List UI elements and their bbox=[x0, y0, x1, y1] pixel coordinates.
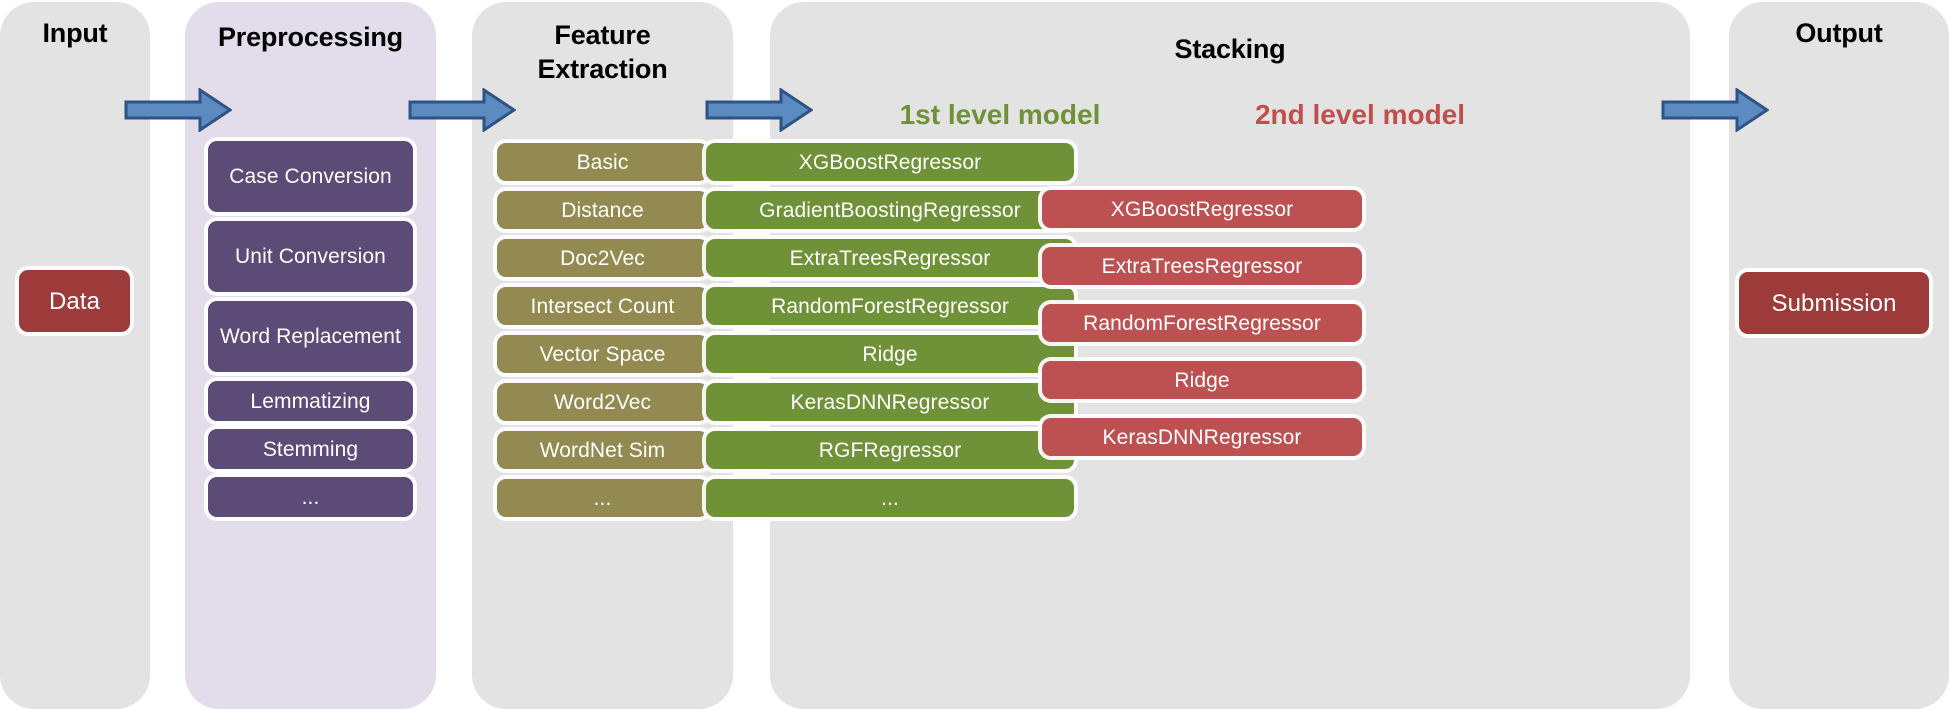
chip-case-conversion[interactable]: Case Conversion bbox=[208, 141, 413, 212]
stage-title-output: Output bbox=[1795, 18, 1883, 48]
chip-wordnet-sim[interactable]: WordNet Sim bbox=[497, 431, 708, 469]
chip-vector-space[interactable]: Vector Space bbox=[497, 335, 708, 373]
arrow-preprocessing-to-feature-extraction bbox=[408, 88, 516, 132]
chip-word-replacement[interactable]: Word Replacement bbox=[208, 301, 413, 372]
chip-doc2vec[interactable]: Doc2Vec bbox=[497, 239, 708, 277]
chip-preprocessing-more[interactable]: ... bbox=[208, 477, 413, 517]
chip-level1-gradientboostingregressor[interactable]: GradientBoostingRegressor bbox=[706, 191, 1074, 229]
chip-unit-conversion[interactable]: Unit Conversion bbox=[208, 221, 413, 292]
chip-level1-ridge[interactable]: Ridge bbox=[706, 335, 1074, 373]
arrow-right-icon bbox=[1661, 88, 1769, 132]
chip-feature-extraction-more[interactable]: ... bbox=[497, 479, 708, 517]
arrow-input-to-preprocessing bbox=[124, 88, 232, 132]
chip-submission[interactable]: Submission bbox=[1739, 272, 1929, 334]
stage-title-feature-extraction-line2: Extraction bbox=[537, 54, 668, 84]
heading-2nd-level-model: 2nd level model bbox=[1254, 99, 1466, 130]
chip-level2-randomforestregressor[interactable]: RandomForestRegressor bbox=[1042, 304, 1362, 342]
arrow-right-icon bbox=[408, 88, 516, 132]
chip-level1-kerasdnnregressor[interactable]: KerasDNNRegressor bbox=[706, 383, 1074, 421]
chip-distance[interactable]: Distance bbox=[497, 191, 708, 229]
chip-level1-xgboostregressor[interactable]: XGBoostRegressor bbox=[706, 143, 1074, 181]
arrow-right-icon bbox=[705, 88, 813, 132]
stage-panel-output: Output Submission bbox=[1729, 2, 1949, 709]
chip-level2-extratreesregressor[interactable]: ExtraTreesRegressor bbox=[1042, 247, 1362, 285]
chip-lemmatizing[interactable]: Lemmatizing bbox=[208, 381, 413, 421]
chip-level2-kerasdnnregressor[interactable]: KerasDNNRegressor bbox=[1042, 418, 1362, 456]
chip-level1-rgfregressor[interactable]: RGFRegressor bbox=[706, 431, 1074, 469]
chip-level2-ridge[interactable]: Ridge bbox=[1042, 361, 1362, 399]
arrow-feature-extraction-to-stacking bbox=[705, 88, 813, 132]
chip-level2-xgboostregressor[interactable]: XGBoostRegressor bbox=[1042, 190, 1362, 228]
stage-title-feature-extraction-line1: Feature bbox=[554, 20, 651, 50]
stage-title-input: Input bbox=[42, 18, 108, 48]
chip-level1-more[interactable]: ... bbox=[706, 479, 1074, 517]
stage-panel-stacking: Stacking 1st level model XGBoostRegresso… bbox=[706, 2, 1690, 709]
chip-level1-extratreesregressor[interactable]: ExtraTreesRegressor bbox=[706, 239, 1074, 277]
heading-1st-level-model: 1st level model bbox=[899, 99, 1101, 130]
chip-word2vec[interactable]: Word2Vec bbox=[497, 383, 708, 421]
stage-panel-input: Input Data bbox=[0, 2, 150, 709]
chip-basic[interactable]: Basic bbox=[497, 143, 708, 181]
chip-level1-randomforestregressor[interactable]: RandomForestRegressor bbox=[706, 287, 1074, 325]
stage-panel-preprocessing: Preprocessing Case Conversion Unit Conve… bbox=[185, 2, 436, 709]
stage-panel-feature-extraction: Feature Extraction Basic Distance Doc2Ve… bbox=[472, 2, 733, 709]
chip-stemming[interactable]: Stemming bbox=[208, 429, 413, 469]
arrow-right-icon bbox=[124, 88, 232, 132]
chip-data[interactable]: Data bbox=[19, 270, 130, 332]
stage-title-stacking: Stacking bbox=[1174, 34, 1286, 64]
stage-title-preprocessing: Preprocessing bbox=[218, 22, 403, 52]
chip-intersect-count[interactable]: Intersect Count bbox=[497, 287, 708, 325]
arrow-stacking-to-output bbox=[1661, 88, 1769, 132]
